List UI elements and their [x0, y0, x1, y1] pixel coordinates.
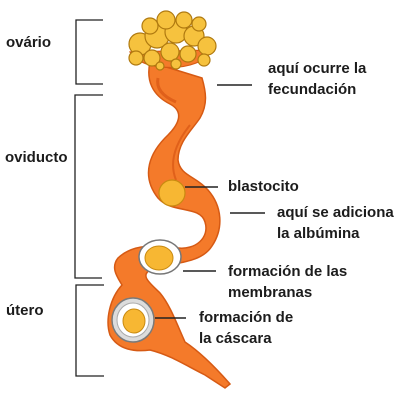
label-oviducto: oviducto — [5, 149, 68, 166]
label-membranas: formación de las membranas — [228, 261, 347, 303]
label-cascara: formación de la cáscara — [199, 307, 293, 349]
label-cascara-line-1: formación de — [199, 309, 294, 326]
membrane-egg — [138, 239, 182, 275]
label-membranas-line-1: formación de las — [228, 263, 348, 280]
label-fecundacion: aquí ocurre la fecundación — [268, 58, 366, 100]
label-fecundacion-line-2: fecundación — [268, 81, 357, 98]
label-albumina-line-1: aquí se adiciona — [277, 204, 394, 221]
region-brackets — [74, 19, 104, 377]
label-fecundacion-line-1: aquí ocurre la — [268, 60, 367, 77]
bracket-utero — [75, 284, 104, 377]
label-albumina: aquí se adiciona la albúmina — [277, 202, 394, 244]
label-ovario: ovário — [6, 34, 52, 51]
label-blastocito: blastocito — [228, 176, 299, 197]
label-cascara-line-2: la cáscara — [199, 330, 272, 347]
blastocito-egg — [158, 179, 186, 207]
label-utero: útero — [6, 302, 44, 319]
shelled-egg — [111, 297, 155, 343]
ovary — [128, 10, 217, 71]
leader-lines — [155, 84, 265, 319]
bracket-ovario — [75, 19, 103, 85]
label-albumina-line-2: la albúmina — [277, 225, 360, 242]
label-membranas-line-2: membranas — [228, 284, 313, 301]
label-blastocito-line-1: blastocito — [228, 178, 299, 195]
bracket-oviducto — [74, 94, 103, 279]
